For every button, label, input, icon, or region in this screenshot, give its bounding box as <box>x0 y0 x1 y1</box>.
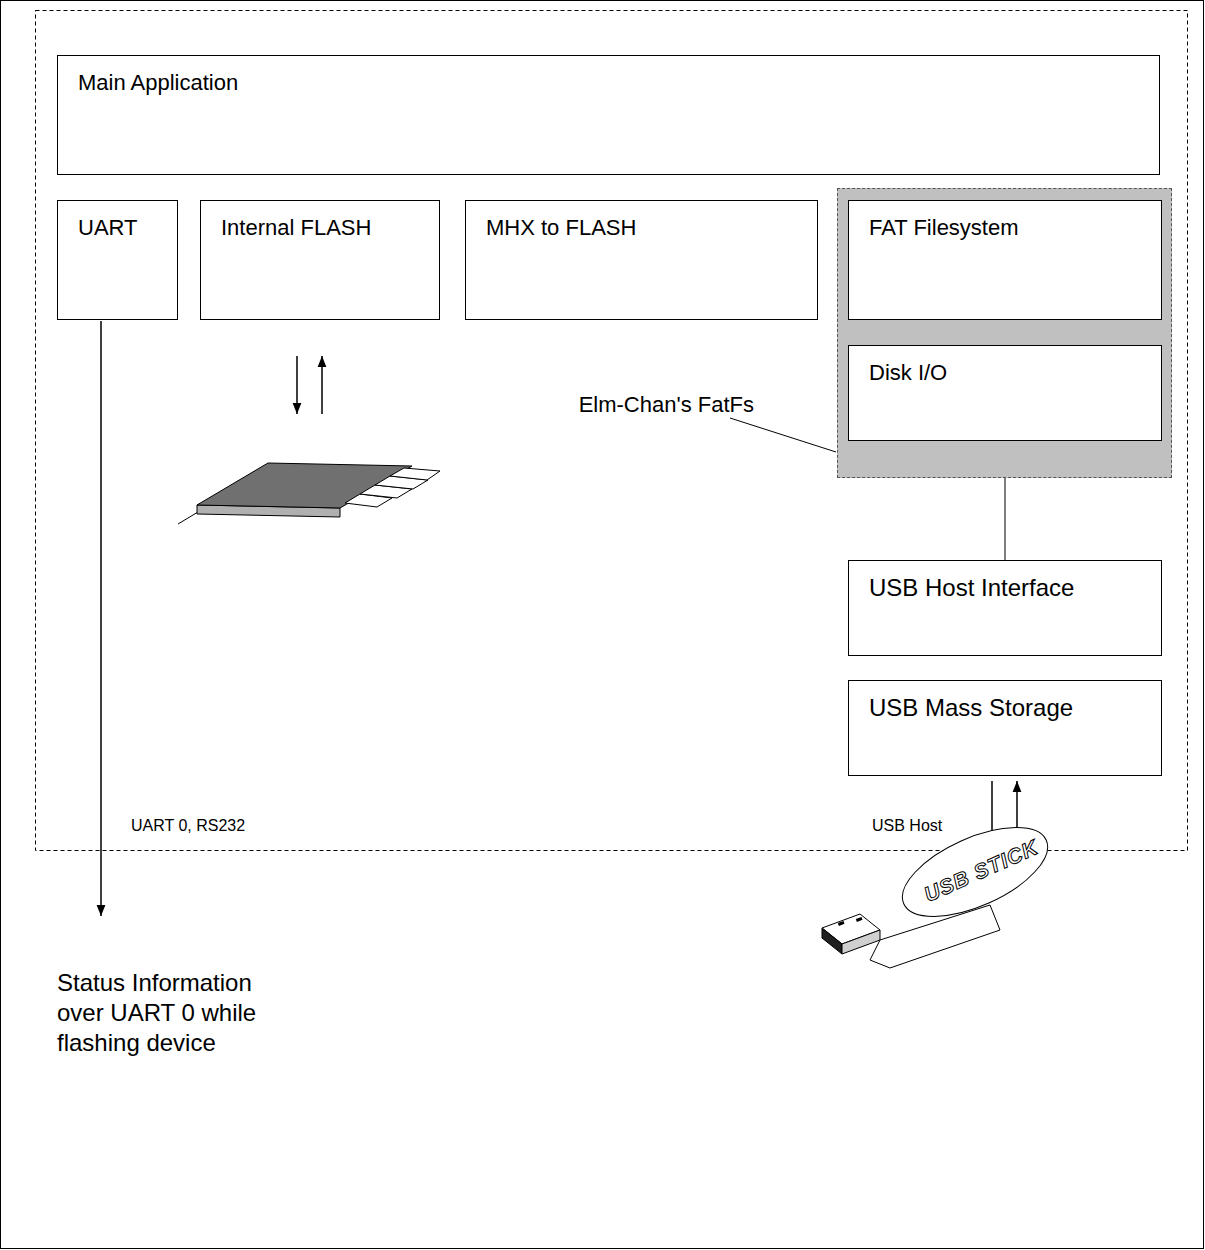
module-box: FAT Filesystem <box>848 200 1162 320</box>
system-boundary <box>36 11 1188 851</box>
module-box: USB Mass Storage <box>848 680 1162 776</box>
port-label: USB Host <box>872 816 942 835</box>
box-title: Internal FLASH <box>221 215 371 241</box>
box-title: USB Host Interface <box>869 575 1074 601</box>
usb-stick <box>822 809 1060 968</box>
module-box: Disk I/O <box>848 345 1162 441</box>
callout-text: Elm-Chan's FatFs <box>579 392 754 418</box>
box-title: UART <box>78 215 138 241</box>
note-text: Status Information over UART 0 while fla… <box>57 968 302 1058</box>
module-box: MHX to FLASH <box>465 200 818 320</box>
module-box: Internal FLASH <box>200 200 440 320</box>
module-box: USB Host Interface <box>848 560 1162 656</box>
box-title: USB Mass Storage <box>869 695 1073 721</box>
uart-arrow <box>100 321 102 916</box>
port-label: UART 0, RS232 <box>131 816 245 835</box>
flash-chip <box>178 463 440 524</box>
box-title: Main Application <box>78 70 238 96</box>
application-box: Main Application <box>57 55 1160 175</box>
connector-line <box>1005 478 1006 560</box>
stick-label: USB STICK <box>920 834 1042 907</box>
flash-write-arrow <box>296 356 298 414</box>
box-title: Disk I/O <box>869 360 947 386</box>
box-title: MHX to FLASH <box>486 215 636 241</box>
box-title: FAT Filesystem <box>869 215 1019 241</box>
leader-line <box>730 418 836 452</box>
library-band: Elm-Chan's FatFsFAT FilesystemDisk I/O <box>837 188 1172 478</box>
flash-read-arrow <box>321 356 323 414</box>
module-box: UART <box>57 200 178 320</box>
